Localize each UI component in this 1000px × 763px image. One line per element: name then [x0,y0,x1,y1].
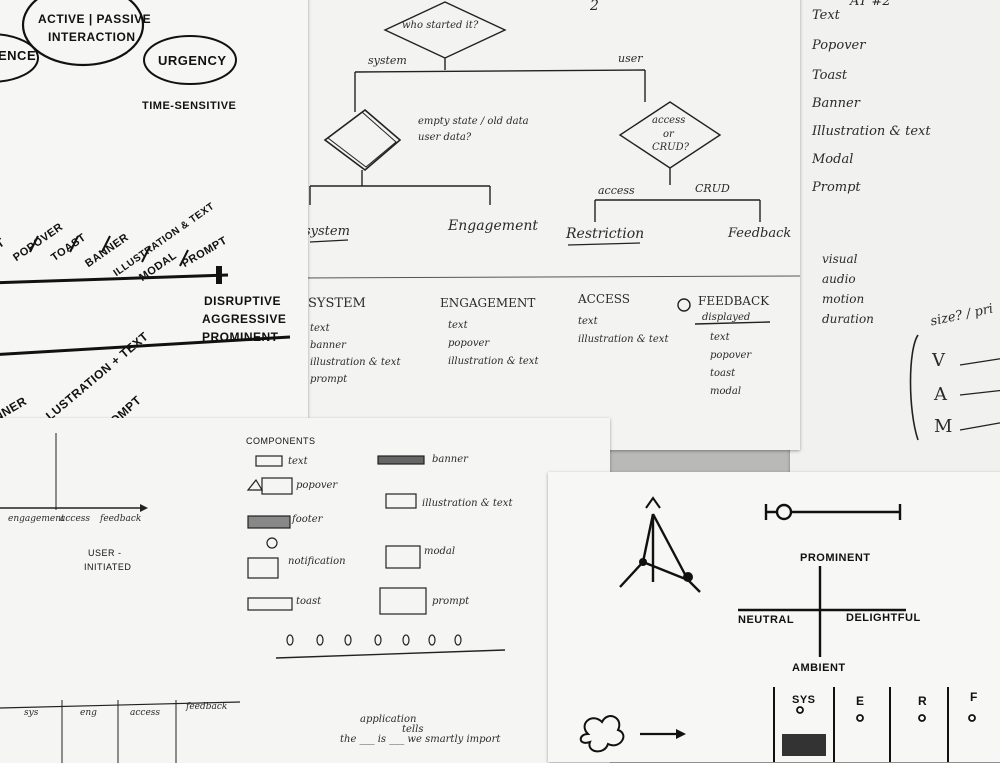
component-list-item: Illustration & text [812,124,931,139]
column-item: text [578,316,598,327]
component-label: banner [432,454,468,465]
decision-access-crud: access [652,115,686,126]
axis-prominent: PROMINENT [800,552,871,564]
axis-label: engagement [8,514,65,524]
component-list-item: Banner [812,96,860,111]
leaf-system: system [304,224,350,239]
sketch-sheet-scale: ENCE ACTIVE | PASSIVE INTERACTION URGENC… [0,0,308,430]
column-item: modal [710,386,742,397]
flowchart-strokes [300,1,800,325]
disruptive-label: DISRUPTIVE [204,294,282,308]
sketch-sheet-flowchart: 2 who started it? system user empty stat… [300,0,800,450]
dimension-item: duration [822,312,874,326]
decision-access-crud: CRUD? [652,142,689,153]
decision-access-crud: or [663,129,674,140]
table-header: F [970,690,978,704]
column-item: illustration & text [310,357,401,368]
axis-delightful: DELIGHTFUL [846,612,921,624]
branch-label-system: system [368,54,407,67]
axis-label: access [60,514,91,524]
axis-label: feedback [100,514,142,524]
column-item: popover [448,338,490,349]
branch-label-access: access [598,184,635,197]
component-label: footer [292,514,323,525]
column-title-access: ACCESS [578,292,631,306]
leaf-restriction: Restriction [566,226,645,242]
bubble-urgency: URGENCY [158,53,227,68]
note-text: application [360,714,417,725]
bubble-label: ENCE [0,48,37,63]
leaf-feedback: Feedback [728,226,792,241]
note-text: tells [402,724,424,735]
column-item: text [310,323,330,334]
column-item: toast [710,368,736,379]
table-header: access [130,708,161,718]
component-label: notification [288,556,346,567]
component-label: prompt [432,596,470,607]
time-sensitive-label: TIME-SENSITIVE [142,100,237,112]
scale-strokes [0,0,291,356]
table-header: sys [24,708,39,718]
components-title: COMPONENTS [246,436,316,446]
table-header: E [856,694,865,708]
component-label: toast [296,596,322,607]
column-title-system: SYSTEM [308,296,366,311]
system-note: user data? [418,132,472,143]
component-list-item: Popover [812,38,866,53]
branch-label-user: user [618,52,643,65]
component-label: popover [296,480,338,491]
column-item: text [710,332,730,343]
column-item: illustration & text [448,356,539,367]
vam-letter: V [932,350,945,371]
component-label: illustration & text [422,498,513,509]
sketch-sheet-right: AT #2 Text Popover Toast Banner Illustra… [790,0,1000,490]
table-header: R [918,694,928,708]
sketch-sheet-axes: PROMINENT AMBIENT NEUTRAL DELIGHTFUL SYS… [548,472,1000,762]
component-label: modal [424,546,456,557]
sheet-right-header: AT #2 [850,0,891,9]
column-item: illustration & text [578,334,669,345]
note-text: the ___ is ___ we smartly import [340,734,501,745]
leaf-engagement: Engagement [448,218,538,234]
sheet-right-strokes [909,334,1000,441]
aggressive-label: AGGRESSIVE [202,312,287,326]
column-item: popover [710,350,752,361]
column-item: prompt [310,374,348,385]
bubble-active-passive: ACTIVE | PASSIVE [38,12,152,26]
table-header: feedback [186,702,228,712]
column-item: displayed [702,312,751,323]
dimension-item: visual [822,252,858,266]
table-header: eng [80,708,97,718]
component-label: text [288,456,308,467]
column-item: banner [310,340,346,351]
components-strokes [0,433,506,763]
system-note: empty state / old data [418,116,529,127]
vam-letter: A [934,384,947,405]
decision-who-started: who started it? [402,20,479,31]
branch-label-crud: CRUD [695,182,730,195]
column-title-engagement: ENGAGEMENT [440,296,536,310]
component-list-item: Text [812,8,840,23]
column-title-feedback: FEEDBACK [698,294,770,308]
axis-ambient: AMBIENT [792,662,846,674]
sketch-sheet-components: engagement access feedback USER - INITIA… [0,418,610,763]
vam-letter: M [934,416,953,437]
dimension-item: motion [822,292,865,306]
user-initiated-label: INITIATED [84,562,132,572]
prominent-label: PROMINENT [202,330,279,344]
bubble-active-passive: INTERACTION [48,30,136,44]
component-list-item: Toast [812,68,848,83]
table-header: SYS [792,694,816,706]
component-list-item: Modal [812,152,854,167]
column-item: text [448,320,468,331]
page-number: 2 [590,0,599,14]
axis-neutral: NEUTRAL [738,614,795,626]
user-initiated-label: USER - [88,548,122,558]
component-list-item: Prompt [812,180,861,195]
dimension-item: audio [822,272,856,286]
